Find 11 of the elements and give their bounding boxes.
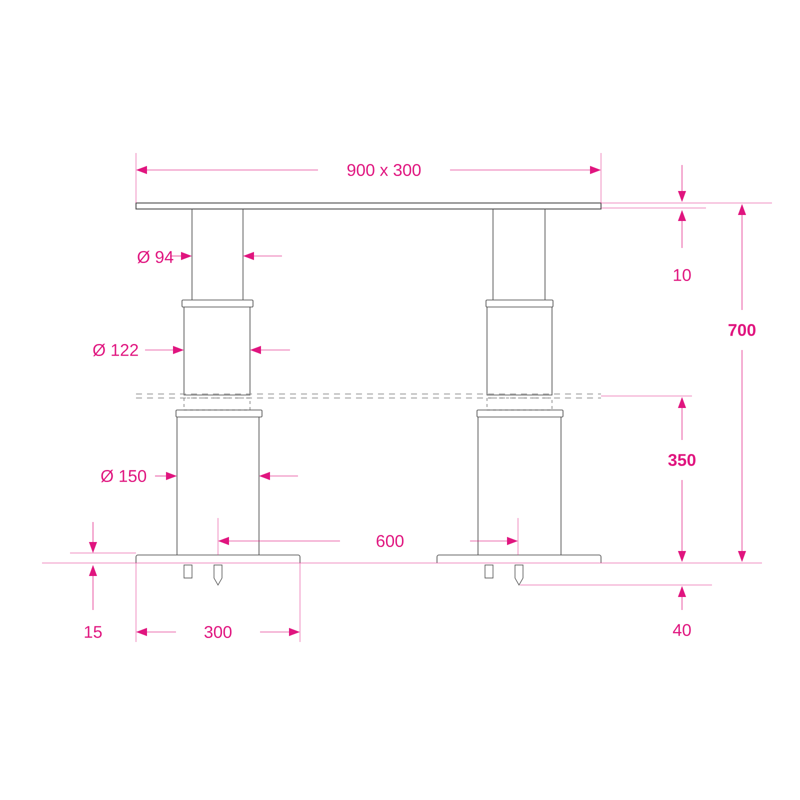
- dimension-label: 300: [204, 626, 232, 638]
- dimension-label: 10: [674, 268, 691, 282]
- dimension-label: 15: [84, 626, 102, 638]
- dimension-label: 350: [668, 454, 696, 466]
- dimension-label: Ø 150: [101, 470, 146, 482]
- dimension-label: 40: [672, 624, 691, 636]
- dimension-label: 700: [728, 324, 756, 336]
- dimension-label: Ø 122: [93, 344, 138, 356]
- dimension-label: 600: [376, 534, 404, 548]
- dimension-label: 900 x 300: [347, 164, 421, 176]
- dimension-label: Ø 94: [138, 250, 174, 264]
